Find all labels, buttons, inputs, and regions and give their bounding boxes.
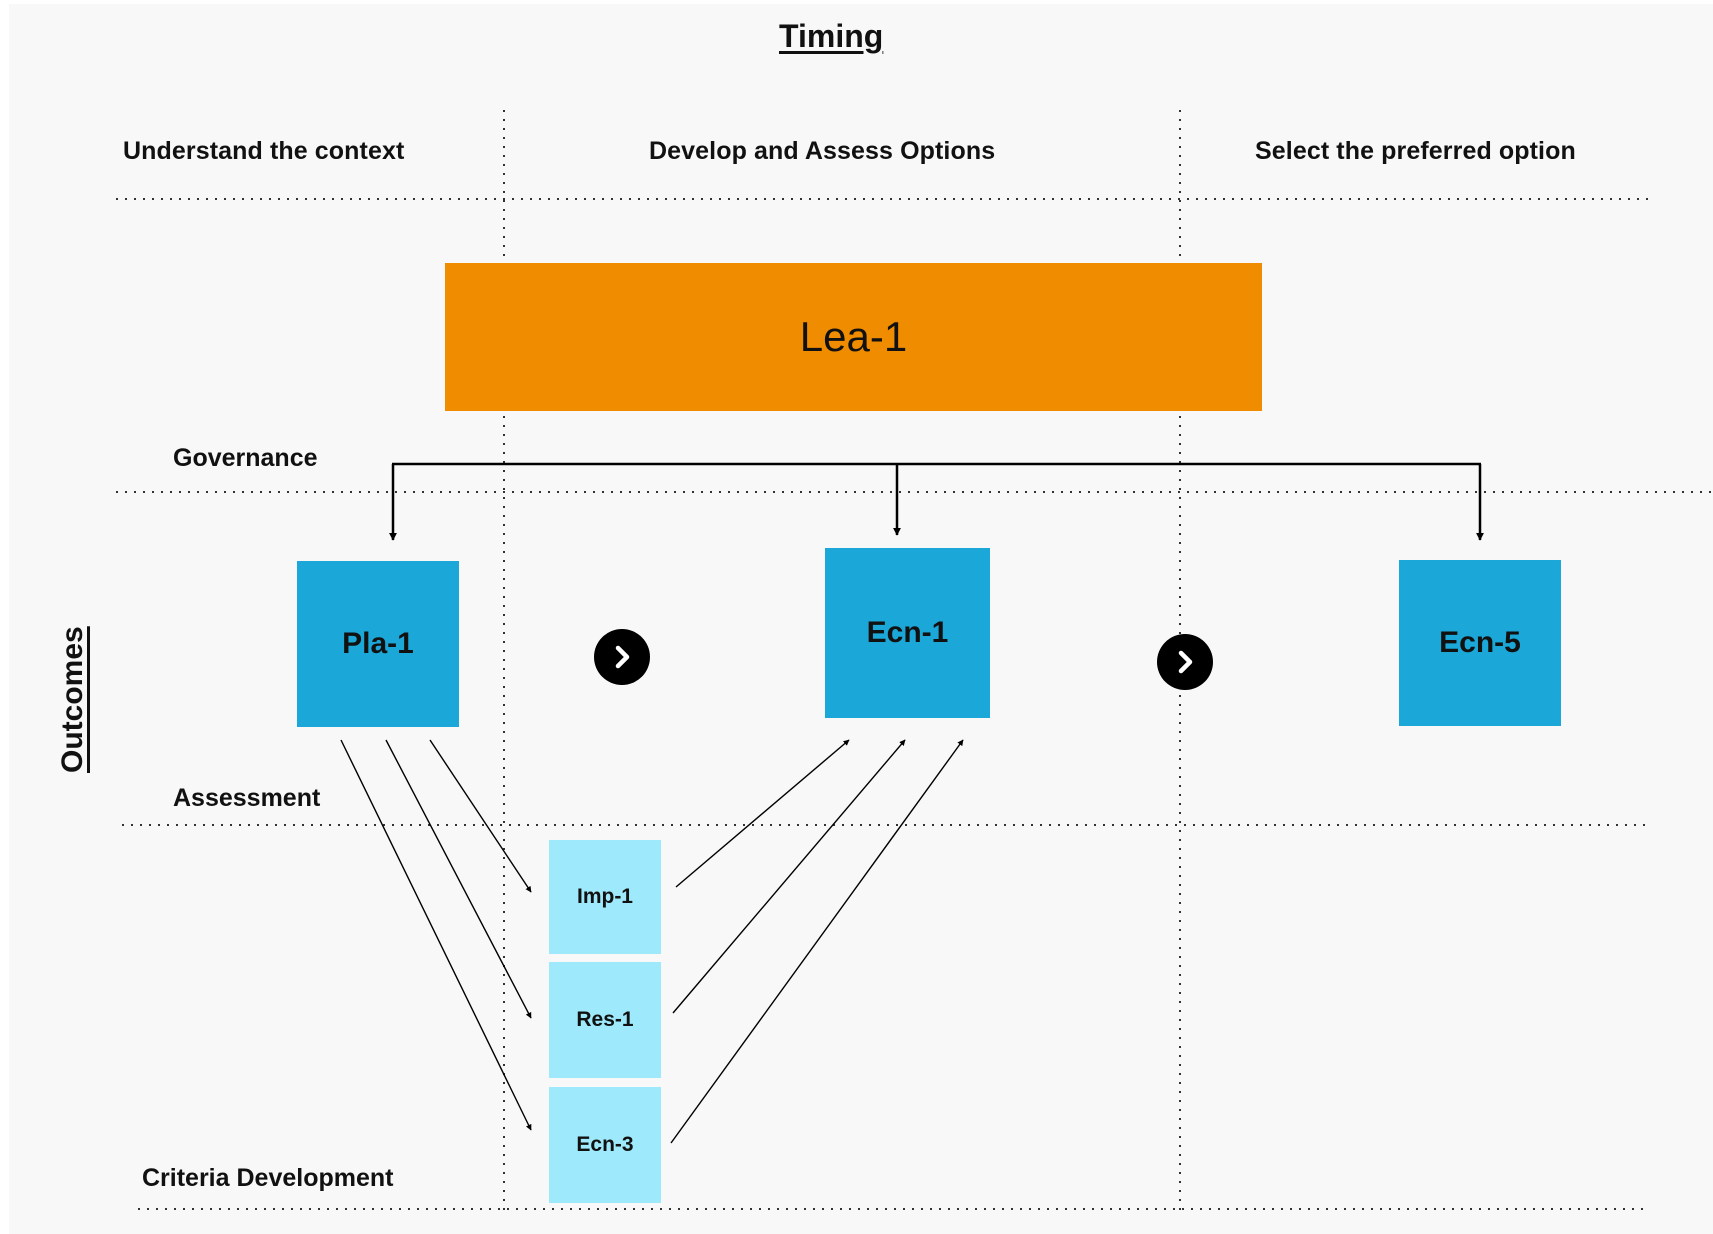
arrow-pla1-to-ecn3 [340,739,532,1131]
chevron-right-icon [1157,634,1213,690]
node-res-1: Res-1 [549,962,661,1078]
node-ecn-5-label: Ecn-5 [1439,626,1521,659]
outcomes-axis-label: Outcomes [56,626,89,773]
node-lea-1: Lea-1 [445,263,1262,411]
column-header-develop-assess: Develop and Assess Options [649,137,996,165]
arrow-res1-to-ecn1 [672,739,906,1014]
assessment-connectors [340,739,964,1144]
node-ecn-3: Ecn-3 [549,1087,661,1203]
governance-connectors [389,462,1484,541]
column-header-select-preferred: Select the preferred option [1255,137,1576,165]
arrow-pla1-to-res1 [385,739,532,1019]
node-imp-1-label: Imp-1 [576,885,633,908]
chevron-right-glyph [1178,650,1193,674]
node-pla-1-label: Pla-1 [342,627,414,660]
row-label-governance: Governance [173,444,318,472]
node-ecn-3-label: Ecn-3 [576,1133,634,1156]
row-label-assessment: Assessment [173,784,321,812]
arrow-pla1-to-imp1 [429,739,532,893]
row-label-criteria-development: Criteria Development [142,1164,394,1192]
node-res-1-label: Res-1 [576,1008,634,1031]
chevron-right-glyph [615,645,630,669]
timing-title: Timing [779,18,884,54]
node-ecn-1: Ecn-1 [825,548,990,718]
node-imp-1: Imp-1 [549,840,661,954]
chevron-right-icon [594,629,650,685]
node-ecn-5: Ecn-5 [1399,560,1561,726]
node-pla-1: Pla-1 [297,561,459,727]
node-ecn-1-label: Ecn-1 [866,616,949,649]
node-lea-1-label: Lea-1 [799,313,908,360]
column-header-understand-context: Understand the context [123,137,405,165]
arrow-imp1-to-ecn1 [675,739,850,888]
arrow-ecn3-to-ecn1 [670,739,964,1144]
